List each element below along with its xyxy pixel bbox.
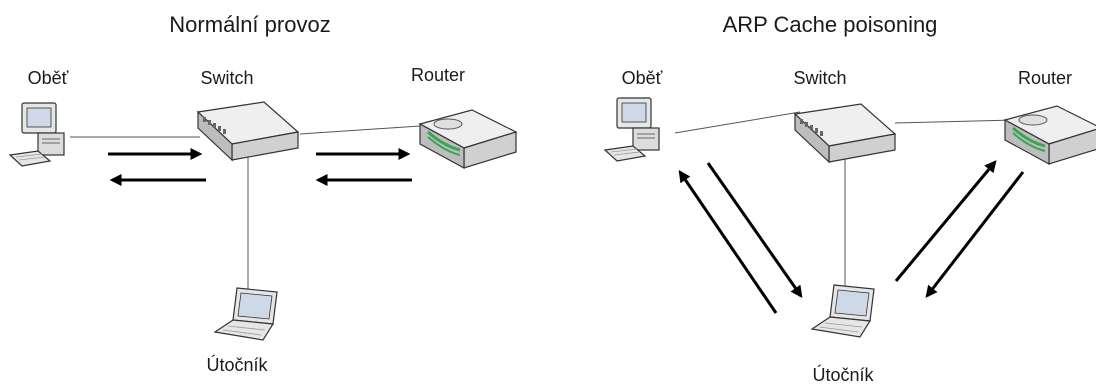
victim-pc-icon [604,97,660,162]
attacker-laptop-icon [214,287,278,341]
panel-normal: Normální provoz Oběť Switch Router Útočn… [9,12,518,375]
link-switch-router [894,119,1016,124]
switch-icon [197,101,299,161]
router-icon [1003,104,1096,166]
panel-title: ARP Cache poisoning [723,12,938,37]
label-switch: Switch [200,68,253,88]
switch-icon [794,103,896,163]
label-switch: Switch [793,68,846,88]
arrow-victim-to-attacker [706,162,803,298]
panel-arp-poisoning: ARP Cache poisoning Oběť Switch Router Ú… [604,12,1096,385]
link-victim-switch [674,111,801,134]
label-attacker: Útočník [206,354,268,375]
router-icon [418,108,518,170]
label-victim: Oběť [28,68,69,88]
victim-pc-icon [9,102,65,167]
arrow-attacker-to-router [894,160,997,282]
label-router: Router [1018,68,1072,88]
label-victim: Oběť [622,68,663,88]
label-attacker: Útočník [812,364,874,385]
attacker-laptop-icon [811,284,875,338]
link-switch-router [299,125,421,135]
arrow-router-to-attacker [925,171,1025,298]
label-router: Router [411,65,465,85]
panel-title: Normální provoz [169,12,330,37]
arrow-attacker-to-victim [678,170,778,314]
